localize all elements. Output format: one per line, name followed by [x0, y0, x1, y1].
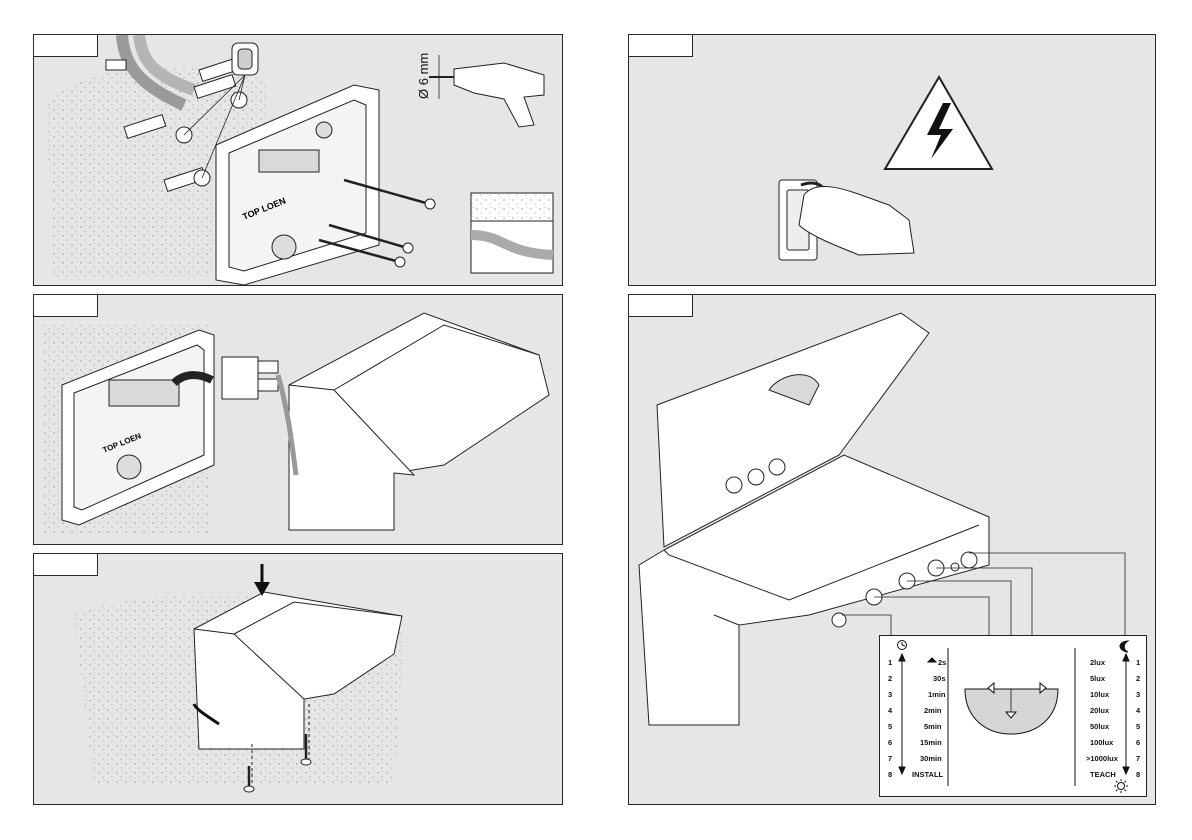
drill-icon	[429, 55, 544, 127]
close-housing-illustration	[34, 554, 563, 805]
settings-legend: 1 2 3 4 5 6 7 8 2s 30s 1min 2min 5min 15…	[879, 635, 1147, 797]
panel-settings: 1 2 3 4 5 6 7 8 2s 30s 1min 2min 5min 15…	[628, 294, 1156, 805]
sensor-housing	[289, 313, 549, 530]
panel-close-housing	[33, 553, 563, 805]
drill-diameter-label: Ø 6 mm	[416, 53, 431, 99]
cable-detail-inset	[471, 193, 553, 273]
mounting-illustration: TOP LOEN	[34, 35, 563, 286]
moon-icon	[1120, 641, 1128, 652]
lux-dial	[961, 552, 977, 568]
wiring-illustration: TOP LOEN	[34, 295, 563, 545]
high-voltage-warning-icon	[885, 77, 992, 169]
panel-mounting: TOP LOEN Ø 6 mm	[33, 34, 563, 286]
terminal-block	[222, 357, 278, 399]
panel-power-off	[628, 34, 1156, 286]
sun-icon	[1118, 783, 1125, 790]
person-icon	[928, 658, 936, 662]
panel-wiring: TOP LOEN	[33, 294, 563, 545]
power-off-illustration	[629, 35, 1156, 286]
